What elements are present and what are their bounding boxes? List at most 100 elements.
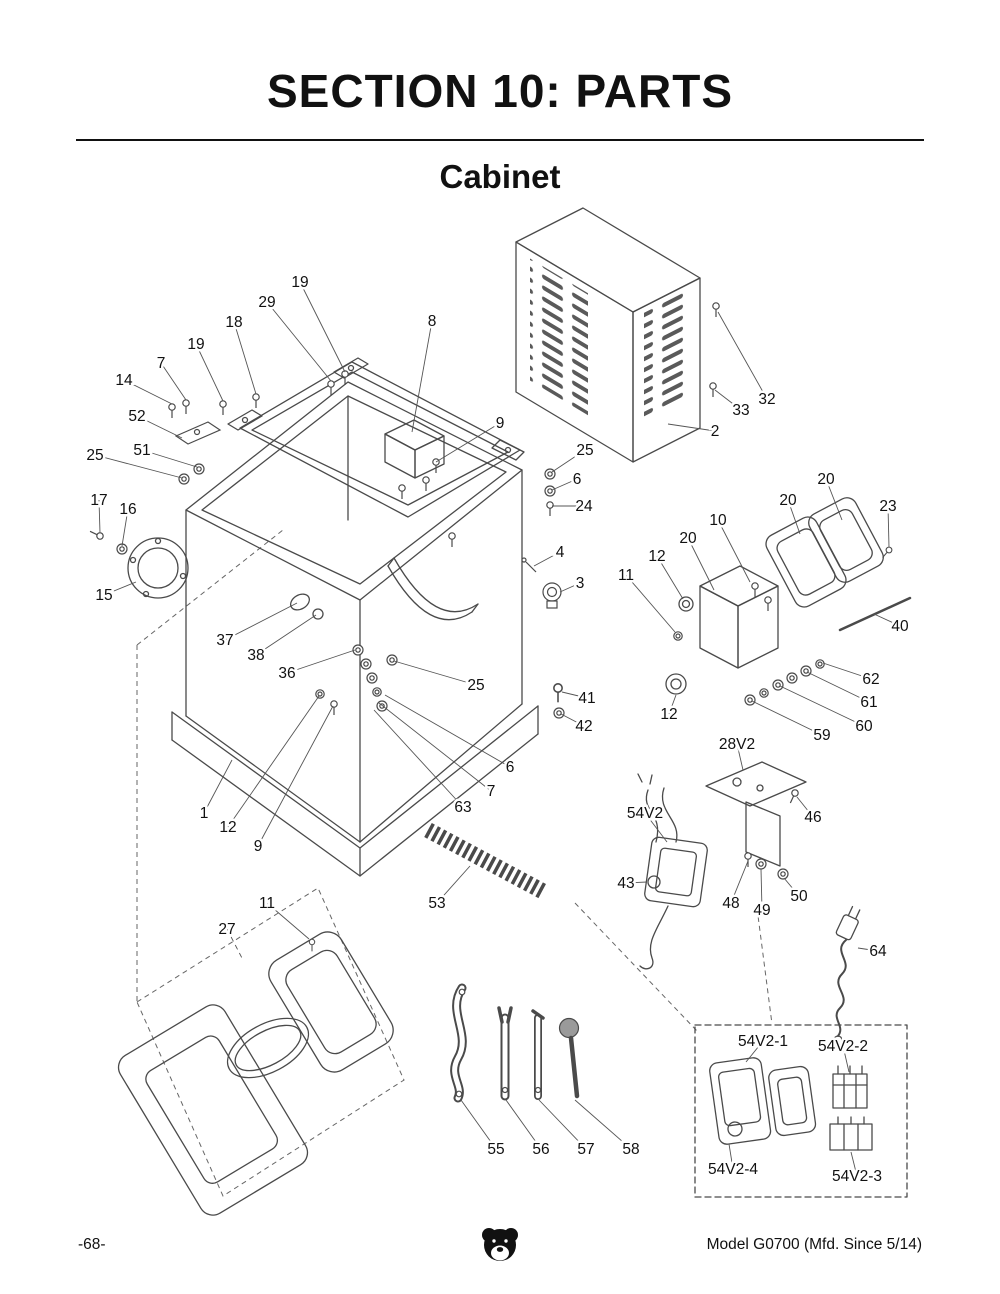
callout-42: 42	[575, 718, 592, 735]
grizzly-bear-logo	[482, 1228, 518, 1261]
callout-54V2-1: 54V2-1	[738, 1033, 788, 1050]
callout-27: 27	[218, 921, 235, 938]
callout-leader-line	[266, 301, 332, 382]
callout-19: 19	[187, 336, 204, 353]
callout-20: 20	[679, 530, 697, 547]
callout-1: 1	[200, 805, 209, 822]
construction-dashed-lines	[136, 529, 773, 1197]
callout-leader-line	[538, 1099, 587, 1150]
callout-leader-line	[850, 1151, 858, 1177]
callout-17: 17	[90, 492, 107, 509]
callout-48: 48	[722, 895, 739, 912]
callout-28V2: 28V2	[719, 736, 755, 753]
callout-54V2-2: 54V2-2	[818, 1038, 868, 1055]
callout-leader-line	[257, 705, 334, 847]
power-cord-drawing	[833, 905, 861, 1045]
callout-leader-line	[717, 311, 768, 400]
callout-7: 7	[487, 783, 496, 800]
callout-62: 62	[862, 671, 879, 688]
page-number: -68-	[78, 1236, 106, 1253]
callout-leader-line	[857, 947, 879, 952]
callout-leader-line	[560, 713, 585, 727]
callout-55: 55	[487, 1141, 504, 1158]
callout-leader-line	[203, 759, 233, 814]
callout-leader-line	[714, 389, 742, 411]
callout-leader-line	[411, 320, 433, 433]
callout-9: 9	[254, 838, 263, 855]
callout-leader-line	[123, 379, 173, 405]
callout-32: 32	[758, 391, 775, 408]
callout-leader-line	[195, 343, 224, 402]
callout-63: 63	[454, 799, 471, 816]
callout-9: 9	[496, 415, 505, 432]
callout-14: 14	[115, 372, 133, 389]
callout-11: 11	[618, 567, 634, 584]
callout-leader-line	[644, 812, 668, 843]
callout-50: 50	[790, 888, 808, 905]
flange-ring-drawing	[127, 537, 189, 599]
callout-38: 38	[247, 647, 264, 664]
callout-58: 58	[622, 1141, 639, 1158]
callout-leader-line	[625, 574, 676, 633]
callout-leader-line	[436, 865, 471, 904]
callout-leader-line	[559, 582, 581, 593]
callout-40: 40	[891, 618, 909, 635]
callout-leader-line	[103, 581, 137, 596]
callout-leader-line	[98, 499, 101, 534]
callout-54V2-3: 54V2-3	[832, 1168, 882, 1185]
callout-leader-line	[551, 478, 578, 491]
door-assembly-drawing	[117, 931, 394, 1216]
callout-4: 4	[556, 544, 565, 561]
callout-leader-line	[625, 881, 648, 884]
callout-leader-line	[760, 868, 763, 911]
callout-61: 61	[860, 694, 877, 711]
callout-2: 2	[711, 423, 720, 440]
callout-leader-line	[121, 508, 129, 547]
callout-leader-line	[224, 602, 298, 641]
callout-51: 51	[133, 442, 150, 459]
callout-41: 41	[578, 690, 595, 707]
callout-leader-line	[533, 551, 561, 567]
callout-6: 6	[506, 759, 515, 776]
callout-leader-line	[728, 1143, 734, 1170]
title-rule	[76, 139, 924, 141]
callout-49: 49	[753, 902, 770, 919]
callout-leader-line	[668, 694, 677, 715]
callout-leader-line	[373, 709, 464, 808]
model-info: Model G0700 (Mfd. Since 5/14)	[706, 1236, 922, 1253]
callout-leader-line	[787, 499, 801, 535]
tools-drawing	[450, 983, 580, 1103]
callout-8: 8	[428, 313, 437, 330]
callout-37: 37	[216, 632, 233, 649]
electrical-enclosure-drawing	[515, 207, 701, 463]
callout-leader-line	[94, 454, 183, 479]
callout-leader-line	[687, 537, 715, 591]
callout-leader-line	[822, 662, 872, 680]
callout-leader-line	[136, 415, 183, 439]
callout-12: 12	[219, 819, 236, 836]
callout-leader-line	[736, 743, 744, 771]
callout-7: 7	[157, 355, 166, 372]
callout-18: 18	[225, 314, 242, 331]
callout-60: 60	[855, 718, 873, 735]
callout-leader-line	[667, 423, 716, 432]
callout-leader-line	[745, 1040, 764, 1063]
callout-leader-line	[551, 449, 586, 473]
callout-leader-line	[286, 649, 356, 674]
fastener-glyphs	[88, 302, 894, 952]
callout-leader-line	[783, 877, 800, 897]
callout-leader-line	[460, 1099, 497, 1150]
callout-56: 56	[532, 1141, 549, 1158]
callout-leader-line	[141, 449, 198, 468]
callout-leader-line	[656, 555, 684, 600]
callout-25: 25	[576, 442, 593, 459]
callout-11: 11	[259, 895, 275, 912]
callout-leader-line	[255, 614, 317, 656]
callout-54V2-4: 54V2-4	[708, 1161, 758, 1178]
callout-25: 25	[467, 677, 484, 694]
callout-15: 15	[95, 587, 112, 604]
callout-19: 19	[291, 274, 308, 291]
callout-12: 12	[660, 706, 677, 723]
callout-leader-line	[505, 1099, 542, 1150]
